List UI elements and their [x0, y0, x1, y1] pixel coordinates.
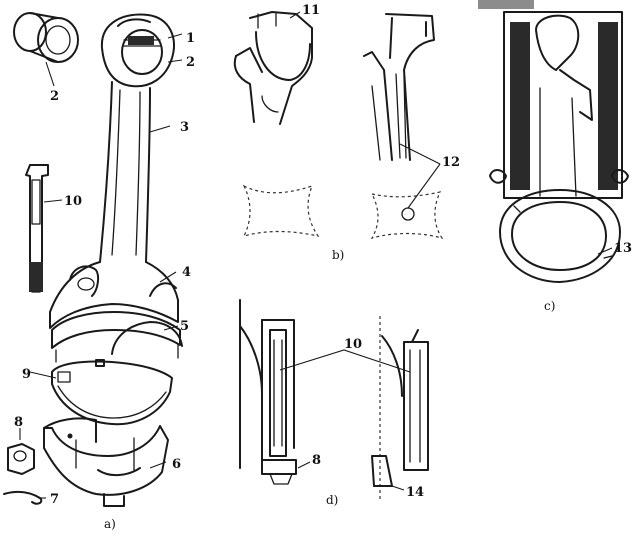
rod-big-end	[49, 261, 179, 329]
small-end-bushing	[13, 12, 79, 63]
label-4: 4	[182, 265, 191, 280]
label-3: 3	[180, 120, 189, 135]
label-10-left: 10	[64, 194, 82, 209]
split-pin	[3, 490, 43, 505]
label-9: 9	[22, 367, 31, 382]
label-8-left: 8	[14, 415, 23, 430]
label-2-rod: 2	[186, 55, 195, 70]
label-14: 14	[406, 485, 424, 500]
view-b-small-end	[233, 11, 313, 125]
label-6: 6	[172, 457, 181, 472]
label-5: 5	[180, 319, 189, 334]
view-b-cross-sections	[233, 11, 444, 239]
view-b-section-dashed-right	[370, 191, 444, 239]
caption-d: d)	[326, 493, 338, 507]
rod-small-end	[100, 13, 175, 88]
view-b-section-dashed	[242, 184, 320, 237]
label-11: 11	[302, 3, 320, 18]
view-b-rod-cut	[363, 13, 435, 161]
view-a-exploded-rod	[3, 12, 183, 507]
label-1: 1	[186, 31, 195, 46]
lower-bearing-shell	[51, 360, 173, 426]
view-d-left	[239, 299, 297, 485]
label-13: 13	[614, 241, 632, 256]
caption-c: c)	[544, 299, 555, 313]
view-d-bolt-sections	[239, 299, 429, 500]
label-8-right: 8	[312, 453, 321, 468]
caption-a: a)	[104, 517, 116, 531]
upper-bearing-shell	[51, 311, 183, 367]
rod-bolt	[25, 164, 49, 293]
caption-b: b)	[332, 248, 344, 262]
label-2-bushing: 2	[50, 89, 59, 104]
bearing-cap	[43, 417, 169, 507]
view-d-right	[371, 316, 429, 500]
view-c-assembled-section	[489, 11, 629, 283]
label-12: 12	[442, 155, 460, 170]
label-10-right: 10	[344, 337, 362, 352]
rod-shank	[99, 81, 151, 263]
corner-tab	[478, 0, 534, 9]
label-7: 7	[50, 492, 59, 507]
rod-nut	[7, 443, 35, 475]
